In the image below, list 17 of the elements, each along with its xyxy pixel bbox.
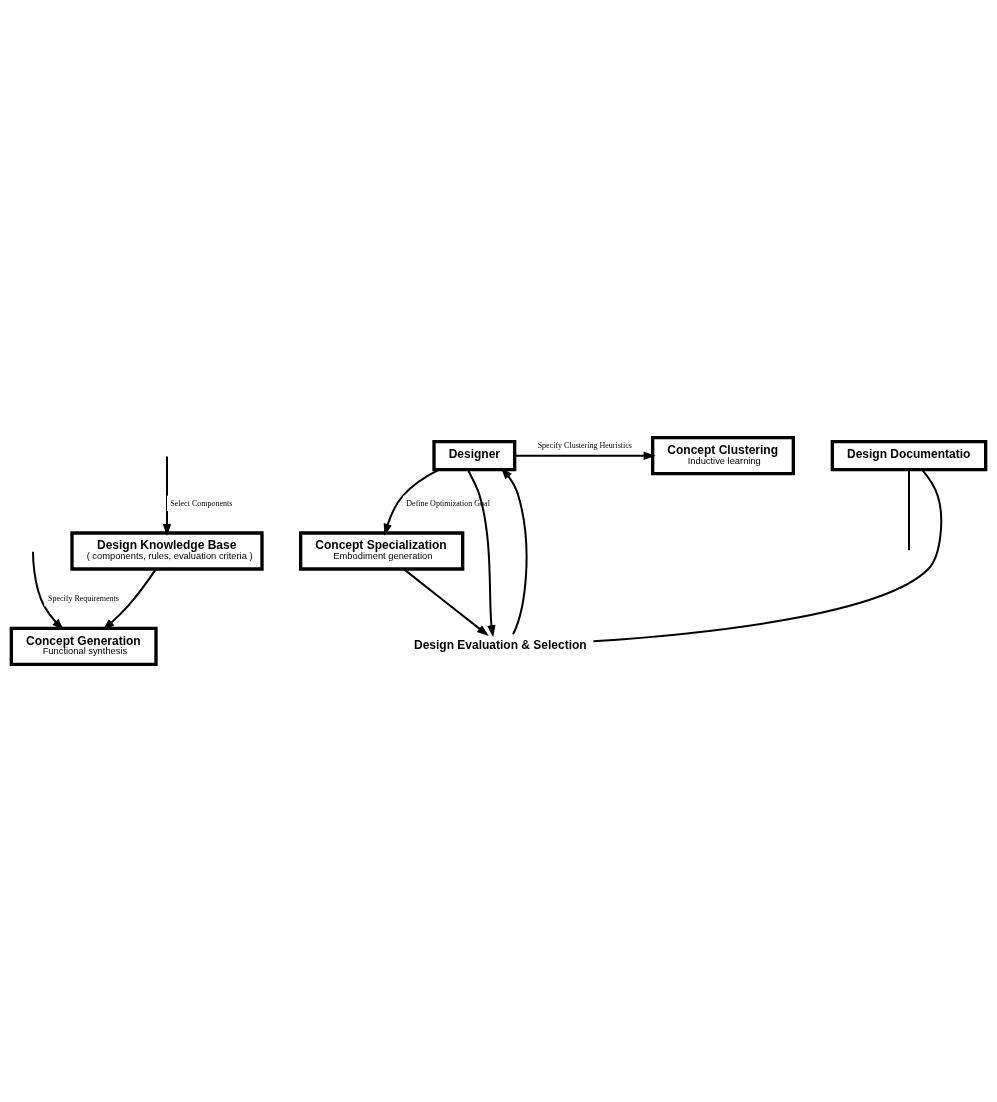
arrow (500, 467, 528, 636)
arrow (102, 568, 157, 631)
arrow (402, 568, 489, 637)
arrow (32, 550, 64, 631)
node-box: Design Documentatio (830, 440, 988, 472)
arrow (383, 468, 441, 536)
node-box: Concept Specialization Embodiment generation (299, 531, 465, 571)
node-box: Concept Generation Functional synthesis (9, 626, 158, 666)
node-text: Design Evaluation & Selection (414, 637, 587, 652)
connector (908, 468, 910, 552)
connector (592, 468, 943, 643)
arrow (513, 451, 656, 460)
node-box: Designer (432, 440, 517, 472)
arrow (467, 468, 496, 638)
node-box: Design Knowledge Base ( components, rules, evaluation criteria ) (70, 531, 264, 571)
node-box: Concept Clustering Inductive learning (651, 436, 795, 476)
arrow (162, 455, 172, 536)
